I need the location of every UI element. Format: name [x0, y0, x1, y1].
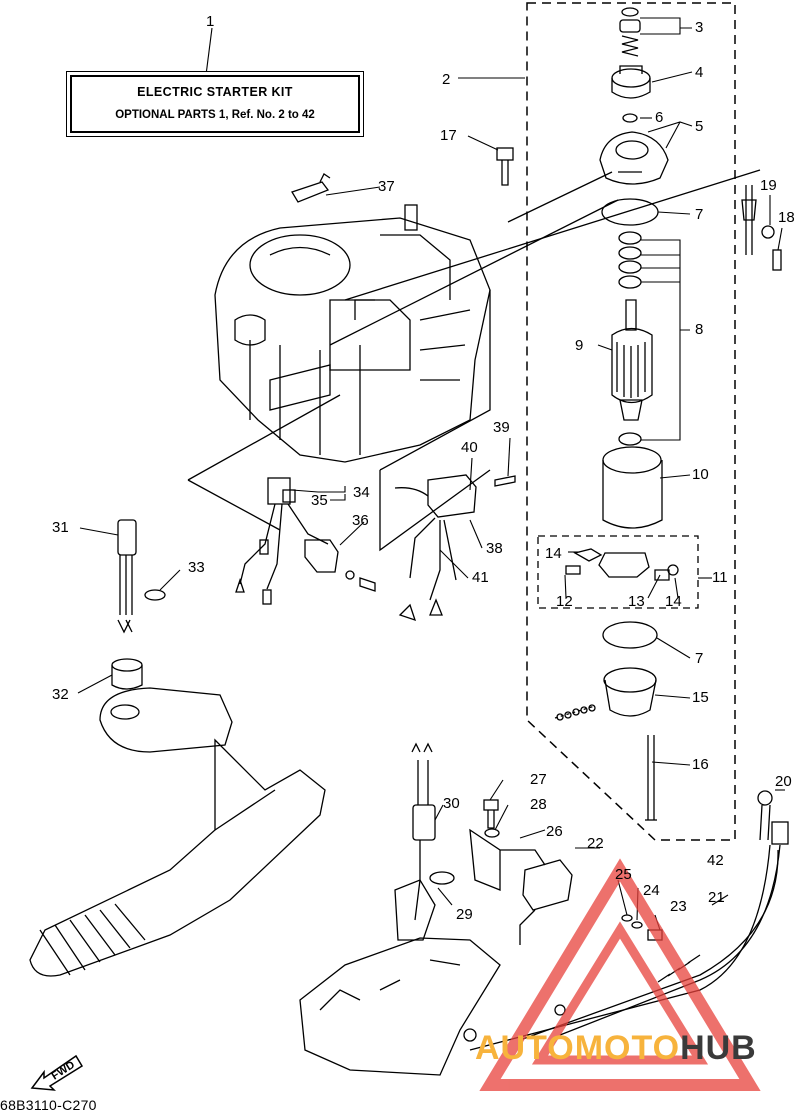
callout-34: 34 [353, 484, 370, 501]
callout-12: 12 [556, 593, 573, 610]
callout-14-right: 14 [665, 593, 682, 610]
engine-block [214, 204, 491, 463]
callout-19: 19 [760, 177, 777, 194]
callout-1: 1 [206, 13, 215, 30]
callout-8: 8 [695, 321, 704, 338]
kit-group-boundary [526, 2, 736, 841]
part-32-cap [111, 658, 143, 690]
callout-38: 38 [486, 540, 503, 557]
part-33-clip [144, 589, 166, 601]
callout-22: 22 [587, 835, 604, 852]
callout-14-left: 14 [545, 545, 562, 562]
callout-5: 5 [695, 118, 704, 135]
callout-40: 40 [461, 439, 478, 456]
callout-28: 28 [530, 796, 547, 813]
fwd-arrow-icon: FWD [30, 1054, 84, 1091]
callout-9: 9 [575, 337, 584, 354]
callout-13: 13 [628, 593, 645, 610]
watermark-part-1: AUTOMOTO [475, 1029, 681, 1067]
callout-35: 35 [311, 492, 328, 509]
callout-31: 31 [52, 519, 69, 536]
part-38-rectifier [394, 474, 516, 622]
callout-6: 6 [655, 109, 664, 126]
callout-18: 18 [778, 209, 795, 226]
callout-24: 24 [643, 882, 660, 899]
part-34-harness [235, 477, 329, 605]
watermark-text: AUTOMOTOHUB [475, 1031, 757, 1065]
callout-29: 29 [456, 906, 473, 923]
callout-10: 10 [692, 466, 709, 483]
engine-to-kit-leader-2 [329, 199, 619, 346]
fwd-indicator: FWD [30, 1038, 90, 1098]
callout-20: 20 [775, 773, 792, 790]
callout-42: 42 [707, 852, 724, 869]
part-36-bracket [304, 539, 376, 592]
part-37-grommet [291, 173, 331, 203]
part-31-switch [117, 519, 137, 634]
battery-cables [463, 790, 789, 1051]
starter-motor-parts [537, 7, 699, 821]
callout-25: 25 [615, 866, 632, 883]
watermark-part-2: HUB [680, 1029, 757, 1067]
part-22-relay [519, 859, 573, 945]
engine-to-kit-leader-3 [507, 171, 613, 223]
part-29-clamp [429, 871, 455, 885]
leader-38-box [379, 469, 491, 552]
callout-27: 27 [530, 771, 547, 788]
callout-16: 16 [692, 756, 709, 773]
tiller-handle [29, 687, 326, 977]
callout-37: 37 [378, 178, 395, 195]
harness-box-outline [187, 290, 491, 531]
callout-33: 33 [188, 559, 205, 576]
callout-41: 41 [472, 569, 489, 586]
callout-4: 4 [695, 64, 704, 81]
callout-39: 39 [493, 419, 510, 436]
callout-36: 36 [352, 512, 369, 529]
callout-21: 21 [708, 889, 725, 906]
callout-7-lower: 7 [695, 650, 704, 667]
callout-11: 11 [712, 569, 728, 586]
part-17-bolt [496, 147, 514, 186]
kit-subtitle: OPTIONAL PARTS 1, Ref. No. 2 to 42 [115, 109, 315, 121]
callout-32: 32 [52, 686, 69, 703]
callout-leaders [77, 17, 785, 931]
part-26-bracket [469, 828, 546, 891]
engine-to-kit-leader-1 [344, 169, 761, 301]
callout-2: 2 [442, 71, 451, 88]
part-30-lead [411, 742, 436, 921]
callout-3: 3 [695, 19, 704, 36]
watermark-triangle [479, 858, 761, 1091]
callout-7-upper: 7 [695, 206, 704, 223]
part-18-19 [741, 185, 782, 271]
part-27-28 [483, 799, 500, 838]
callout-17: 17 [440, 127, 457, 144]
lower-cowling [299, 879, 501, 1076]
callout-30: 30 [443, 795, 460, 812]
callout-15: 15 [692, 689, 709, 706]
kit-title: ELECTRIC STARTER KIT [137, 85, 293, 99]
callout-23: 23 [670, 898, 687, 915]
callout-26: 26 [546, 823, 563, 840]
kit-label-box: ELECTRIC STARTER KIT OPTIONAL PARTS 1, R… [70, 75, 360, 133]
diagram-code: 68B3110-C270 [0, 1097, 97, 1113]
